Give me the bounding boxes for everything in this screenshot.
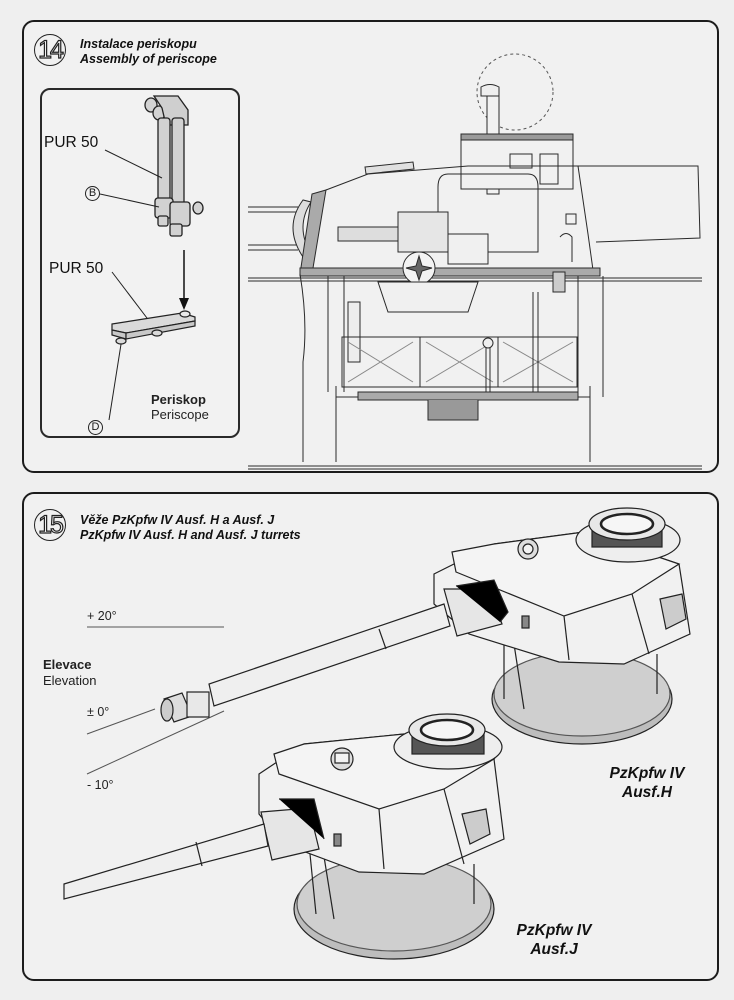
elevation-label-cz: Elevace [43, 657, 92, 672]
part-label-pur50-bottom: PUR 50 [49, 260, 104, 277]
elevation-angle-minus10: - 10° [87, 778, 114, 792]
elevation-guide-lines [86, 626, 225, 775]
turret-basket-seat [377, 281, 479, 313]
callout-b: B [85, 186, 100, 201]
turret-j-label: PzKpfw IV Ausf.J [494, 921, 614, 959]
leader-line-pur50-bottom [111, 271, 151, 323]
periscope-parts-inset: PUR 50 B PUR 50 D Periskop Periscope [40, 88, 240, 438]
elevation-label-en: Elevation [43, 673, 97, 688]
turret-h-label: PzKpfw IV Ausf.H [587, 764, 707, 802]
turret-j-label-line2: Ausf.J [530, 941, 578, 958]
elevation-angle-zero: ± 0° [87, 705, 110, 719]
elevation-angle-plus20: + 20° [87, 609, 117, 623]
ammo-bins [341, 336, 578, 388]
periscope-base-plate [111, 310, 196, 345]
commander-cupola [460, 133, 574, 190]
leader-line-pur50-top [104, 149, 163, 179]
leader-line-b [99, 193, 160, 208]
periscope-assembly-drawing [99, 95, 204, 421]
turret-ausf-j [63, 713, 505, 960]
step-14-panel: 14 Instalace periskopu Assembly of peris… [22, 20, 719, 473]
step-number-15: 15 [34, 509, 66, 541]
step-14-title: Instalace periskopu Assembly of periscop… [80, 37, 217, 67]
step-number-14: 14 [34, 34, 66, 66]
turret-j-label-line1: PzKpfw IV [516, 922, 592, 939]
turret-ausf-h [160, 507, 691, 745]
periscope-highlight-circle [476, 53, 554, 131]
caption-en: Periscope [151, 407, 209, 422]
turret-h-gun-barrel [208, 603, 451, 707]
step-15-title-en: PzKpfw IV Ausf. H and Ausf. J turrets [80, 528, 301, 542]
turret-floor [357, 391, 579, 401]
assembly-arrow-icon [179, 298, 189, 310]
periscope-tube-right [171, 117, 185, 209]
step-15-panel: 15 Věže PzKpfw IV Ausf. H a Ausf. J PzKp… [22, 492, 719, 981]
turret-h-label-line2: Ausf.H [622, 784, 672, 801]
caption-cz: Periskop [151, 392, 206, 407]
callout-d: D [88, 420, 103, 435]
periscope-tube-left [157, 117, 171, 204]
step-15-title-cz: Věže PzKpfw IV Ausf. H a Ausf. J [80, 513, 275, 527]
turret-h-label-line1: PzKpfw IV [609, 765, 685, 782]
step-15-title: Věže PzKpfw IV Ausf. H a Ausf. J PzKpfw … [80, 513, 301, 543]
leader-line-d [108, 337, 123, 421]
turret-cutaway-drawing [248, 53, 702, 470]
turret-j-gun-barrel [63, 823, 269, 900]
elevation-line-minus10 [86, 710, 225, 775]
turrets-drawing [63, 507, 691, 960]
step-14-title-en: Assembly of periscope [80, 52, 217, 66]
elevation-line-zero [86, 708, 156, 735]
turret-ring [299, 267, 601, 277]
part-label-pur50-top: PUR 50 [44, 134, 99, 151]
step-14-title-cz: Instalace periskopu [80, 37, 197, 51]
